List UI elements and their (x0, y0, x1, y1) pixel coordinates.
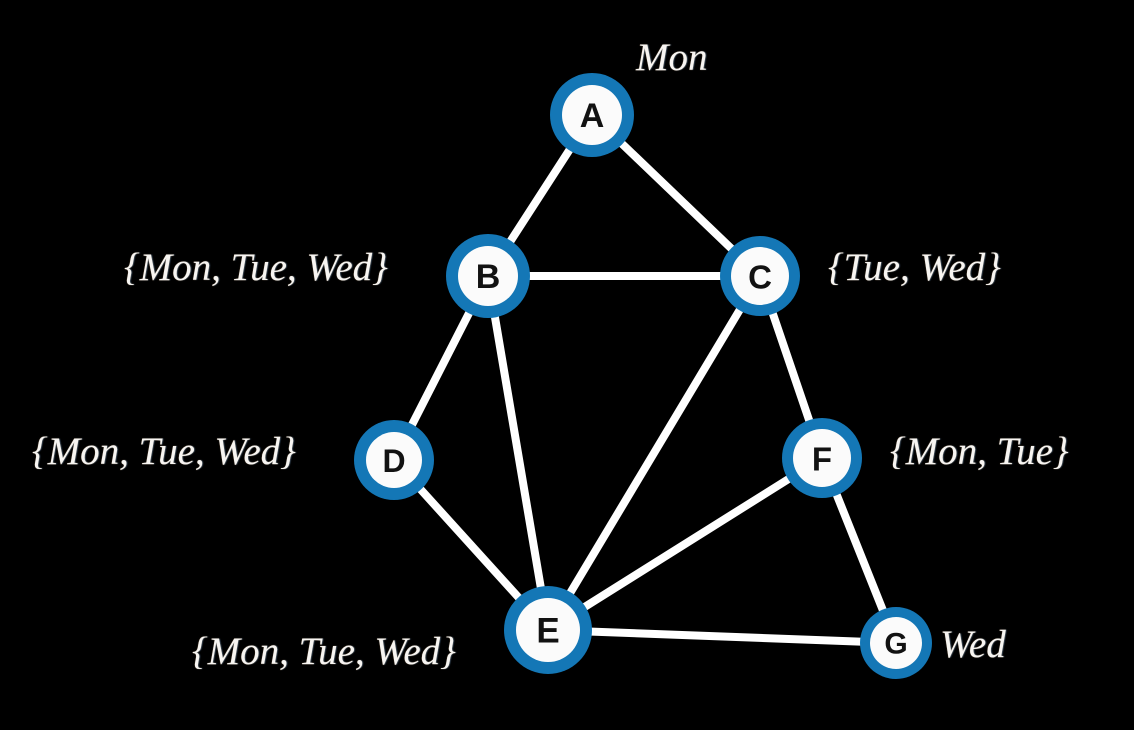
node-label-f: F (812, 441, 832, 478)
graph-node-e[interactable]: E (504, 586, 592, 674)
node-label-e: E (536, 612, 559, 651)
graph-node-c[interactable]: C (720, 236, 800, 316)
node-label-d: D (382, 443, 405, 479)
node-label-b: B (476, 258, 501, 296)
node-fill-e (516, 598, 580, 662)
node-fill-g (870, 617, 922, 669)
domain-label-f: {Mon, Tue} (890, 430, 1069, 473)
graph-edge-c-e (544, 272, 764, 634)
graph-node-d[interactable]: D (354, 420, 434, 500)
node-fill-d (366, 432, 422, 488)
node-fill-c (731, 247, 789, 305)
edges-layer (390, 111, 900, 647)
graph-node-f[interactable]: F (782, 418, 862, 498)
domain-label-g: Wed (940, 623, 1006, 666)
node-fill-a (562, 85, 622, 145)
domain-label-b: {Mon, Tue, Wed} (124, 246, 388, 289)
domain-label-c: {Tue, Wed} (828, 246, 1001, 289)
node-label-g: G (884, 628, 907, 661)
domain-label-d: {Mon, Tue, Wed} (32, 430, 296, 473)
node-fill-b (458, 246, 518, 306)
domain-label-e: {Mon, Tue, Wed} (192, 630, 456, 673)
graph-node-g[interactable]: G (860, 607, 932, 679)
node-label-a: A (580, 97, 605, 135)
nodes-layer: A B C D E F G (354, 73, 932, 679)
graph-node-b[interactable]: B (446, 234, 530, 318)
domain-label-a: Mon (636, 36, 708, 79)
graph-edge-b-e (484, 272, 552, 634)
node-fill-f (793, 429, 851, 487)
graph-edge-e-f (544, 454, 826, 634)
node-label-c: C (748, 259, 772, 296)
graph-edge-e-g (544, 626, 900, 647)
graph-node-a[interactable]: A (550, 73, 634, 157)
